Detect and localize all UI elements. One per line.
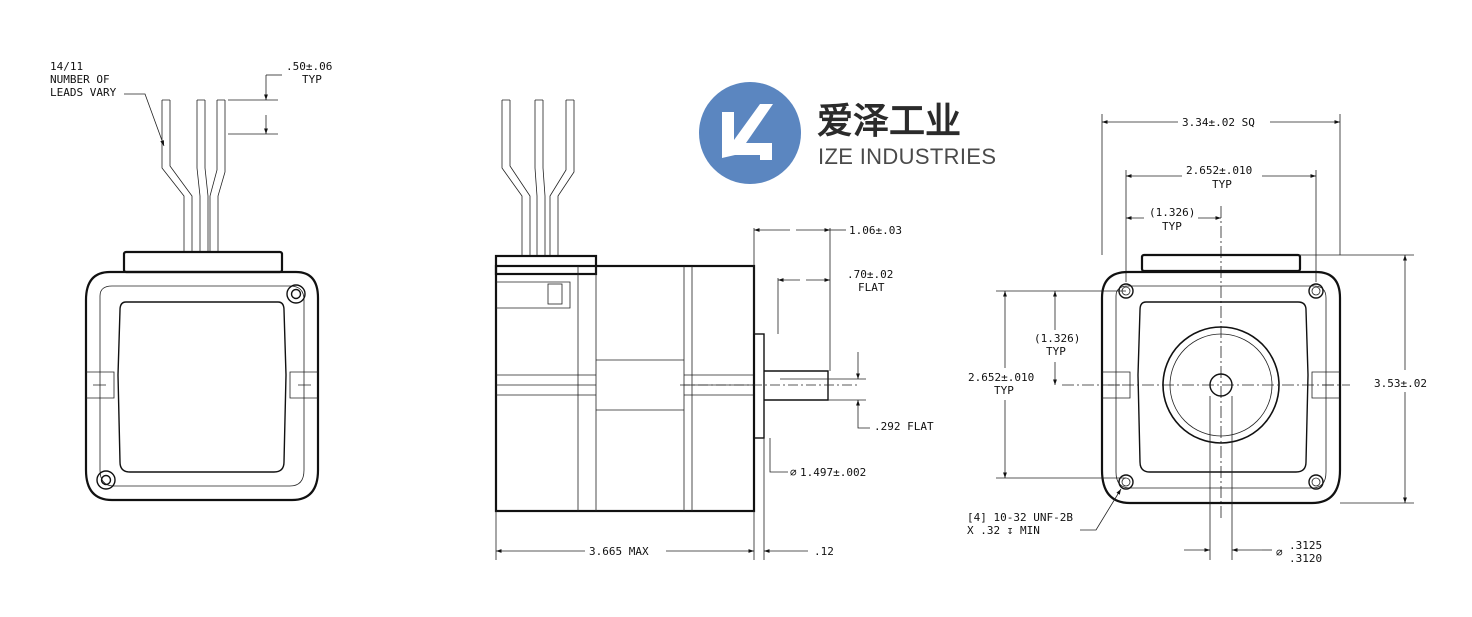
lead-spacing-typ: TYP <box>302 73 322 86</box>
body-length-dim: 3.665 MAX <box>589 545 649 558</box>
leads-note-line2: NUMBER OF <box>50 73 110 86</box>
pilot-diameter-dim: 1.497±.002 <box>800 466 866 479</box>
bolt-circle-h-dim: 2.652±.010 <box>1186 164 1252 177</box>
bolt-circle-v-dim: 2.652±.010 <box>968 371 1034 384</box>
flat-depth-dim: .292 FLAT <box>874 420 934 433</box>
lead-wires <box>161 99 226 252</box>
overall-height-dim: 3.53±.02 <box>1374 377 1427 390</box>
tapped-holes-line2: X .32 ↧ MIN <box>967 524 1040 537</box>
side-lead-wires <box>501 99 575 256</box>
tapped-holes-line1: [4] 10-32 UNF-2B <box>967 511 1073 524</box>
logo-english-name: IZE INDUSTRIES <box>818 144 996 169</box>
flat-length-dim: .70±.02 <box>847 268 893 281</box>
half-pitch-v-typ: TYP <box>1046 345 1066 358</box>
half-pitch-h-dim: (1.326) <box>1149 206 1195 219</box>
logo-mark-icon <box>722 104 773 160</box>
front-view: 3.34±.02 SQ 2.652±.010 TYP (1.326) TYP <box>967 114 1427 565</box>
leads-note-line1: 14/11 <box>50 60 83 73</box>
shaft-length-dim: 1.06±.03 <box>849 224 902 237</box>
pilot-diameter-symbol: ∅ <box>790 466 797 479</box>
logo-chinese-name: 爱泽工业 <box>817 101 961 142</box>
bolt-circle-v-typ: TYP <box>994 384 1014 397</box>
overall-square-dim: 3.34±.02 SQ <box>1182 116 1255 129</box>
half-pitch-h-typ: TYP <box>1162 220 1182 233</box>
rear-view: 14/11 NUMBER OF LEADS VARY .50±.06 TYP <box>50 60 332 502</box>
pilot-height-dim: .12 <box>814 545 834 558</box>
side-view: 1.06±.03 .70±.02 FLAT .292 FLAT ∅ 1.497±… <box>494 99 934 560</box>
shaft-diameter-symbol: ∅ <box>1276 546 1283 559</box>
half-pitch-v-dim: (1.326) <box>1034 332 1080 345</box>
bolt-circle-h-typ: TYP <box>1212 178 1232 191</box>
leads-note-line3: LEADS VARY <box>50 86 117 99</box>
shaft-diameter-min: .3120 <box>1289 552 1322 565</box>
flat-length-label: FLAT <box>858 281 885 294</box>
company-logo: 爱泽工业 IZE INDUSTRIES <box>699 82 996 184</box>
lead-spacing-value: .50±.06 <box>286 60 332 73</box>
shaft-diameter-max: .3125 <box>1289 539 1322 552</box>
